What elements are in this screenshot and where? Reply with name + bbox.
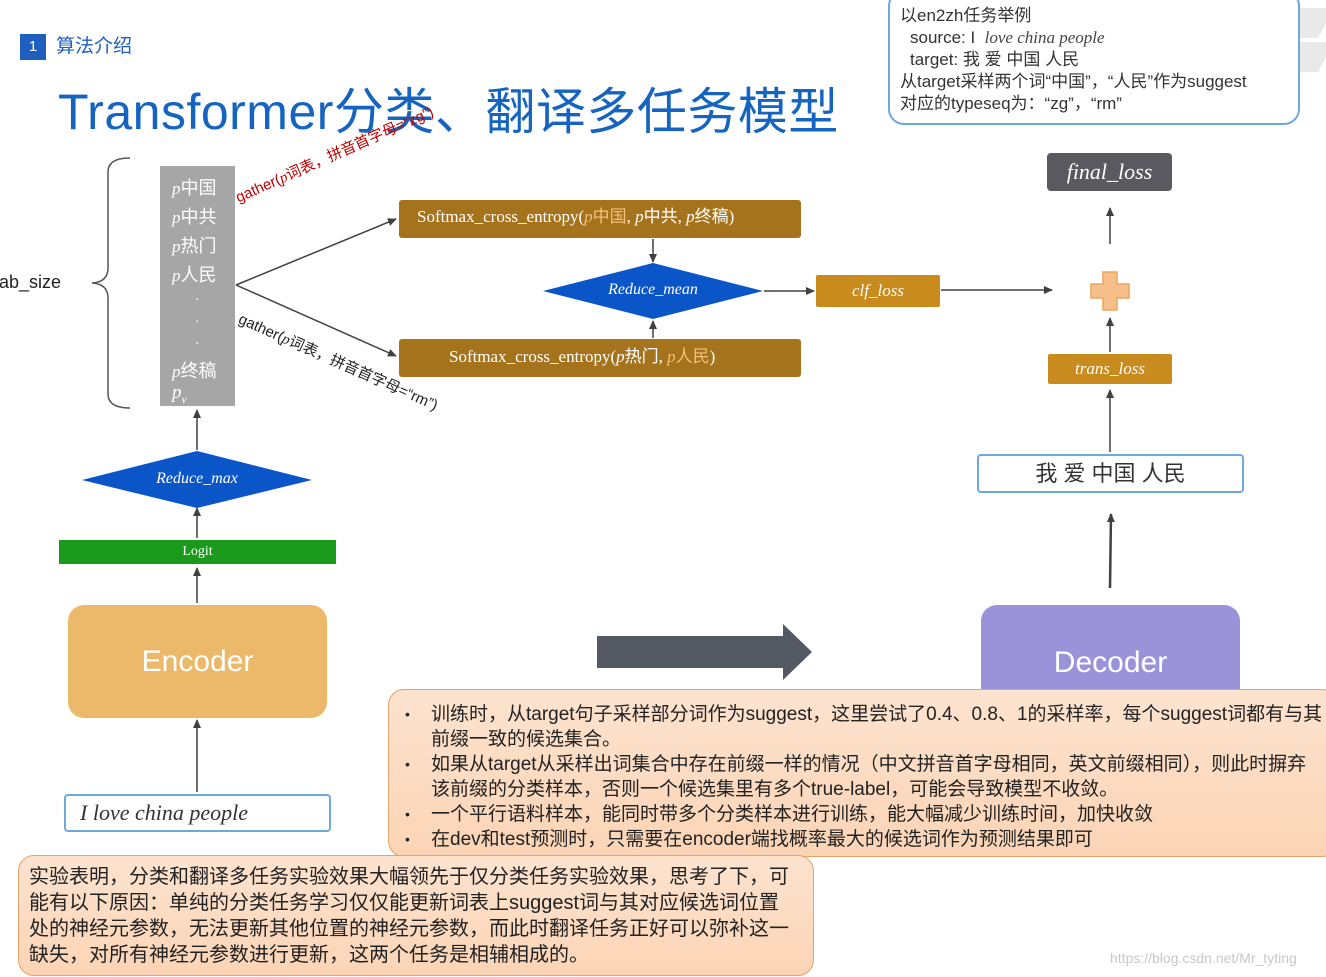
note-source-text: love china people [984, 28, 1105, 47]
gather-arrow-lower [235, 284, 397, 357]
vocab-brace [91, 157, 131, 409]
ellipsis-dot: · [195, 312, 200, 328]
section-title: 算法介绍 [56, 36, 133, 57]
arrow-decoder-to-output [1106, 513, 1115, 589]
prob-item: p中共 [172, 207, 217, 227]
page-title: Transformer分类、翻译多任务模型 [58, 84, 839, 140]
target-output-box: 我 爱 中国 人民 [977, 454, 1244, 493]
prob-item-pv: pv [172, 382, 187, 406]
softmax-top-box: Softmax_cross_entropy(p中国, p中共, p终稿) [399, 200, 801, 238]
gather-arrow-upper [235, 218, 397, 286]
reduce-mean-diamond [543, 263, 763, 319]
vocab-size-label: cab_size [0, 272, 62, 292]
clf-loss-box: clf_loss [816, 275, 940, 307]
probability-column: p中国 p中共 p热门 p人民 · · · p终稿 pv [160, 166, 235, 406]
logit-bar: Logit [59, 540, 336, 564]
ellipsis-dot: · [195, 290, 200, 306]
prob-item: p人民 [172, 265, 217, 285]
training-notes-box: 训练时，从target句子采样部分词作为suggest，这里尝试了0.4、0.8… [388, 689, 1326, 857]
prob-item: p中国 [172, 178, 217, 198]
prob-item: p终稿 [172, 361, 217, 381]
note-source: source: I love china people [900, 27, 1298, 49]
bullet-item: 在dev和test预测时，只需要在encoder端找概率最大的候选词作为预测结果… [401, 827, 1323, 852]
section-number: 1 [20, 34, 46, 60]
bullet-item: 训练时，从target句子采样部分词作为suggest，这里尝试了0.4、0.8… [401, 702, 1323, 752]
final-loss-box: final_loss [1047, 153, 1172, 191]
source-input-box: I love china people [64, 794, 331, 832]
reduce-mean-label: Reduce_mean [608, 281, 698, 298]
prob-item: p热门 [172, 236, 217, 256]
softmax-bottom-box: Softmax_cross_entropy(p热门, p人民) [399, 339, 801, 377]
conclusion-box: 实验表明，分类和翻译多任务实验效果大幅领先于仅分类任务实验效果，思考了下，可能有… [18, 855, 814, 976]
example-note: 以en2zh任务举例 source: I love china people t… [888, 0, 1300, 125]
ellipsis-dot: · [195, 334, 200, 350]
bullet-item: 一个平行语料样本，能同时带多个分类样本进行训练，能大幅减少训练时间，加快收敛 [401, 802, 1323, 827]
trans-loss-box: trans_loss [1048, 354, 1172, 384]
note-source-label: source: I [910, 28, 976, 47]
bullet-item: 如果从target从采样出词集合中存在前缀一样的情况（中文拼音首字母相同，英文前… [401, 752, 1323, 802]
watermark: https://blog.csdn.net/Mr_tyting [1110, 950, 1297, 966]
encoder-box: Encoder [68, 605, 327, 718]
note-target: target: 我 爱 中国 人民 [910, 50, 1080, 69]
note-line: 以en2zh任务举例 [900, 6, 1032, 25]
note-line: 对应的typeseq为：“zg”，“rm” [900, 94, 1122, 113]
reduce-max-label: Reduce_max [156, 470, 238, 487]
encoder-to-decoder-arrow [597, 624, 812, 680]
reduce-max-diamond [82, 451, 312, 508]
note-line: 从target采样两个词“中国”，“人民”作为suggest [900, 72, 1247, 91]
plus-icon [1090, 271, 1130, 311]
